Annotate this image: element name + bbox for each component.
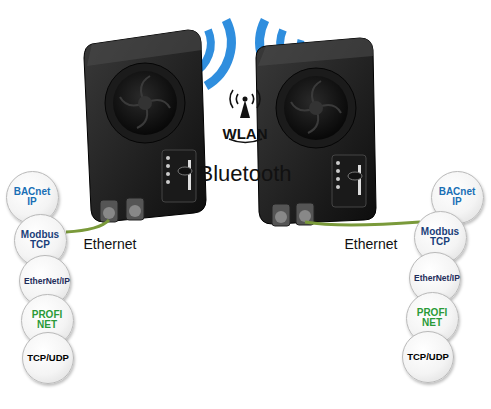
protocol-name: BACnet IP	[436, 187, 478, 208]
protocol-name: Modbus TCP	[19, 230, 61, 251]
badge-text-group: Modbus TCP	[19, 230, 61, 251]
protocol-name: Modbus TCP	[419, 227, 461, 248]
protocol-name: BACnet IP	[11, 187, 53, 208]
protocol-badge-tcpudp: TCP/UDP	[402, 331, 454, 383]
ethernet-label: Ethernet	[84, 236, 137, 252]
badge-text-group: EtherNet/IP	[414, 274, 456, 283]
protocol-name: PROFI NET	[26, 310, 68, 331]
gateway-device	[84, 30, 206, 222]
wlan-text: WLAN	[223, 125, 268, 142]
badge-text-group: BACnet IP	[11, 187, 53, 208]
gateway-device	[256, 38, 376, 226]
protocol-badge-tcpudp: TCP/UDP	[22, 332, 74, 384]
ethernet-cable	[305, 222, 420, 225]
badge-text-group: Modbus TCP	[419, 227, 461, 248]
protocol-name: TCP/UDP	[407, 352, 449, 362]
badge-text-group: PROFI NET	[411, 308, 453, 329]
badge-text-group: PROFI NET	[26, 310, 68, 331]
ethernet-cable	[66, 220, 109, 232]
badge-text-group: TCP/UDP	[27, 353, 69, 363]
badge-text-group: TCP/UDP	[407, 352, 449, 362]
protocol-name: EtherNet/IP	[414, 274, 456, 283]
bluetooth-text: Bluetooth	[199, 161, 292, 187]
badge-text-group: BACnet IP	[436, 187, 478, 208]
protocol-name: EtherNet/IP	[24, 277, 66, 286]
protocol-name: PROFI NET	[411, 308, 453, 329]
ethernet-label: Ethernet	[345, 236, 398, 252]
protocol-name: TCP/UDP	[27, 353, 69, 363]
badge-text-group: EtherNet/IP	[24, 277, 66, 286]
